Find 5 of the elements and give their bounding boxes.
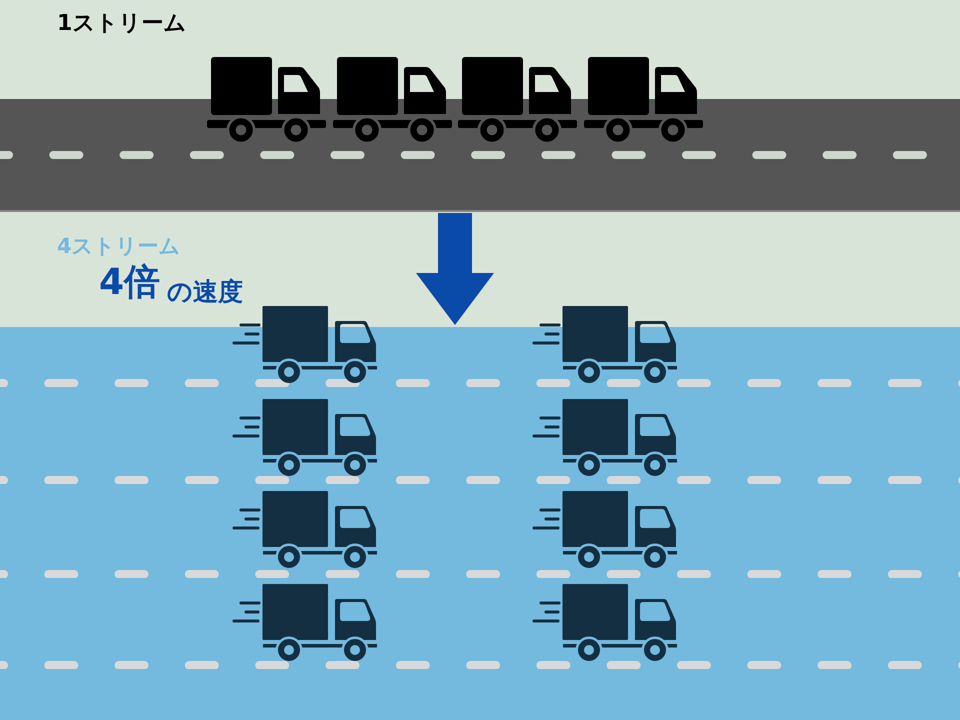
arrow [416,213,494,325]
speed-label: の速度 [167,279,243,304]
stream-label: 1ストリーム [57,13,186,35]
speed-label: 4倍 [99,265,160,301]
stream-label: 4ストリーム [57,236,181,257]
